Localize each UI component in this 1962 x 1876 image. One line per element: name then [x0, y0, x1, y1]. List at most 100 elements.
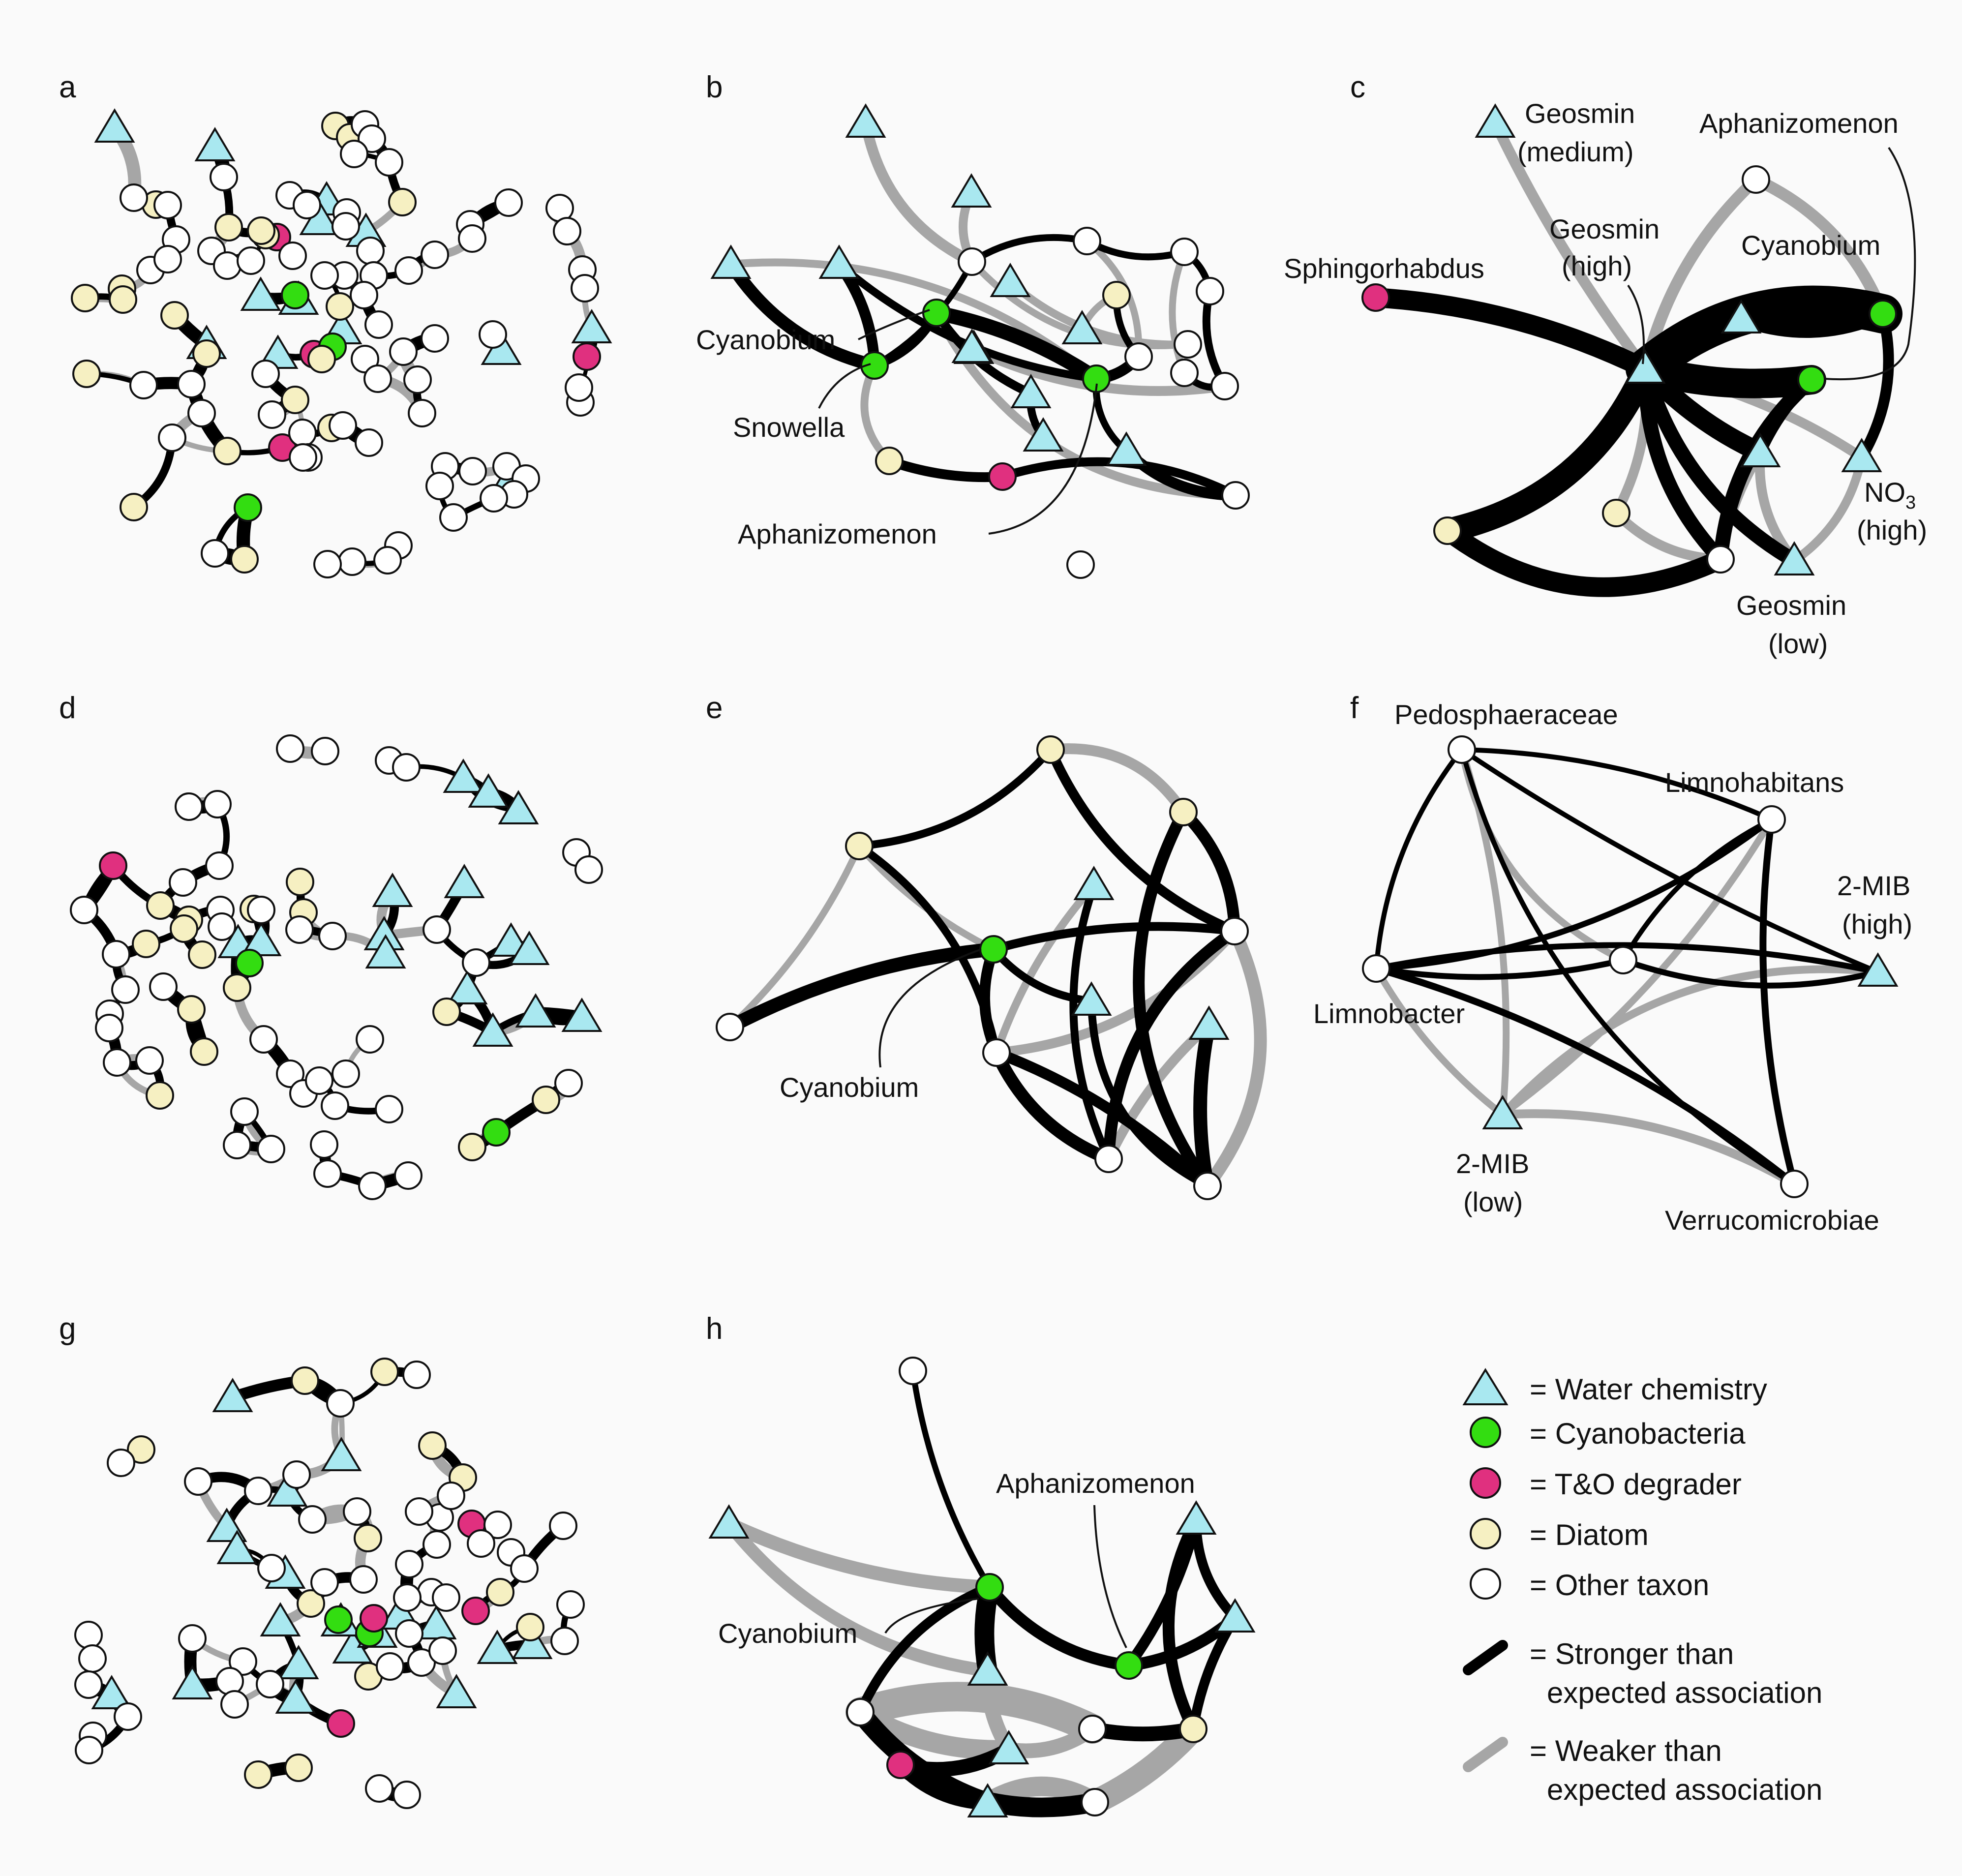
node-f-other-taxon-5 — [1362, 954, 1390, 983]
edge-h-stronger-11 — [1085, 1722, 1201, 1742]
edge-e-stronger-5 — [1046, 745, 1239, 936]
node-g-other-taxon-41 — [244, 1477, 272, 1505]
node-g-other-taxon-57 — [310, 1568, 339, 1597]
label-f-2mib-high-2: (high) — [1842, 908, 1912, 939]
node-a-diatom-30 — [192, 339, 221, 368]
node-a-other-taxon-93 — [373, 546, 402, 575]
node-d-water-chemistry-12 — [561, 998, 603, 1032]
node-d-diatom-31 — [532, 1086, 560, 1114]
edge-b-stronger-1 — [968, 234, 1090, 265]
node-b-cyanobacteria-11 — [860, 351, 889, 380]
node-d-water-chemistry-6 — [365, 934, 406, 968]
pointer-line-b-cyanobium — [858, 309, 930, 340]
edge-e-stronger-9 — [990, 1046, 1115, 1165]
node-f-other-taxon-3 — [1757, 805, 1786, 834]
node-a-other-taxon-45 — [120, 183, 148, 212]
node-g-other-taxon-73 — [74, 1621, 103, 1649]
node-c-other-taxon-12 — [1706, 545, 1735, 574]
edge-e-stronger-19 — [1133, 806, 1213, 1192]
node-a-other-taxon-43 — [340, 140, 368, 168]
edge-c-stronger-3 — [1366, 288, 1655, 379]
node-g-diatom-31 — [297, 1589, 325, 1618]
node-d-other-taxon-34 — [311, 737, 339, 765]
edge-h-weaker-12 — [1083, 1717, 1206, 1815]
legend-other-taxon-label: = Other taxon — [1530, 1569, 1709, 1602]
node-a-other-taxon-98 — [553, 217, 581, 245]
label-f-2mib-high-1: 2-MIB — [1837, 870, 1910, 901]
pointer-line-c-aphanizomenon — [1824, 147, 1916, 381]
node-a-other-taxon-79 — [329, 411, 357, 440]
node-a-other-taxon-73 — [187, 399, 216, 427]
label-c-no3-sub: 3 — [1905, 492, 1916, 513]
label-c-geosmin-high-2: (high) — [1562, 250, 1632, 281]
node-e-other-taxon-9 — [1220, 917, 1249, 945]
node-d-diatom-27 — [177, 995, 206, 1024]
edge-f-stronger-10 — [1759, 816, 1798, 1187]
node-b-water-chemistry-3 — [951, 173, 992, 208]
node-d-diatom-21 — [188, 940, 216, 969]
node-d-diatom-28 — [190, 1037, 218, 1066]
node-g-other-taxon-55 — [550, 1627, 579, 1655]
edge-b-weaker-29 — [1169, 248, 1188, 376]
node-g-other-taxon-65 — [376, 1652, 404, 1681]
node-g-water-chemistry-7 — [278, 1645, 319, 1679]
node-d-other-taxon-39 — [70, 896, 98, 924]
node-d-other-taxon-59 — [305, 1066, 333, 1095]
node-d-other-taxon-49 — [102, 940, 130, 968]
node-g-diatom-29 — [418, 1431, 447, 1460]
node-g-water-chemistry-17 — [91, 1675, 132, 1709]
node-a-water-chemistry-10 — [571, 309, 612, 343]
node-a-diatom-32 — [281, 386, 309, 414]
panel-letter-b: b — [706, 70, 723, 104]
node-c-water-chemistry-5 — [1774, 541, 1815, 575]
node-g-other-taxon-40 — [184, 1467, 212, 1496]
node-d-other-taxon-42 — [205, 851, 234, 880]
node-g-water-chemistry-15 — [275, 1679, 316, 1714]
node-e-water-chemistry-1 — [1071, 981, 1112, 1016]
node-a-other-taxon-66 — [364, 310, 393, 339]
label-f-pedosphaeraceae: Pedosphaeraceae — [1394, 699, 1618, 730]
node-a-other-taxon-103 — [289, 443, 317, 472]
node-a-other-taxon-44 — [210, 163, 238, 191]
node-g-other-taxon-52 — [510, 1554, 539, 1583]
node-b-other-taxon-18 — [1073, 227, 1101, 255]
node-d-water-chemistry-2 — [498, 790, 539, 824]
node-d-other-taxon-57 — [276, 1059, 304, 1088]
node-g-water-chemistry-13 — [512, 1625, 553, 1659]
node-g-to-degrader-22 — [461, 1597, 490, 1625]
legend-other-taxon-symbol — [1470, 1568, 1501, 1600]
pointer-line-h-cyanobium — [884, 1598, 979, 1634]
edge-c-stronger-13 — [1734, 306, 1890, 338]
edge-c-stronger-4 — [1435, 357, 1658, 543]
edge-f-stronger-0 — [1374, 747, 1464, 971]
node-b-other-taxon-19 — [1170, 238, 1199, 266]
node-g-other-taxon-70 — [220, 1690, 249, 1719]
node-g-water-chemistry-2 — [267, 1472, 308, 1507]
node-g-water-chemistry-1 — [321, 1437, 362, 1471]
node-a-other-taxon-48 — [293, 191, 321, 219]
node-e-other-taxon-11 — [1193, 1172, 1222, 1200]
pointer-line-e-cyanobium — [878, 948, 982, 1068]
node-a-to-degrader-16 — [573, 342, 601, 371]
node-b-water-chemistry-9 — [1023, 417, 1064, 452]
node-a-cyanobacteria-19 — [234, 493, 262, 522]
node-a-other-taxon-70 — [479, 320, 507, 349]
node-a-other-taxon-54 — [213, 251, 241, 280]
label-f-limnohabitans: Limnohabitans — [1665, 767, 1844, 798]
legend-weaker-label-1: = Weaker than — [1530, 1734, 1722, 1767]
node-d-diatom-20 — [132, 930, 160, 958]
edge-e-weaker-6 — [1045, 743, 1189, 817]
label-h-aphanizomenon: Aphanizomenon — [996, 1468, 1195, 1499]
node-d-other-taxon-73 — [554, 1069, 583, 1097]
edge-f-weaker-11 — [1499, 816, 1775, 1118]
legend-stronger-symbol — [1463, 1640, 1508, 1675]
edge-f-weaker-4 — [1458, 746, 1510, 1118]
edge-e-stronger-15 — [990, 945, 1095, 1005]
node-a-other-taxon-56 — [278, 242, 307, 270]
label-h-cyanobium: Cyanobium — [718, 1618, 857, 1649]
node-c-to-degrader-8 — [1361, 283, 1390, 312]
node-d-other-taxon-67 — [310, 1130, 338, 1159]
edge-e-stronger-13 — [1087, 997, 1211, 1190]
node-d-water-chemistry-1 — [468, 773, 509, 808]
label-c-sphingorhabdus: Sphingorhabdus — [1284, 253, 1484, 284]
